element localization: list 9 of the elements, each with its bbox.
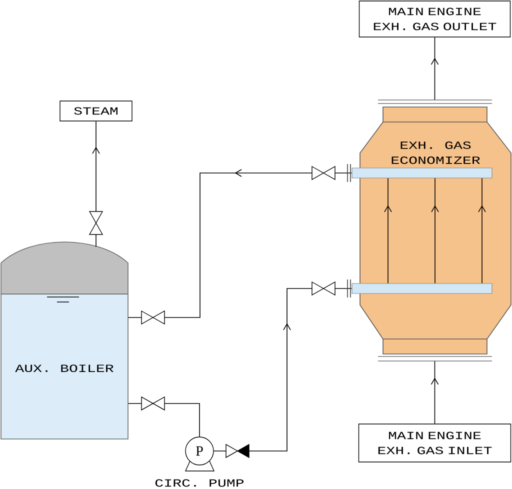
label-box: STEAM — [60, 100, 132, 122]
pipe-line — [128, 403, 200, 438]
pump-label: CIRC. PUMP — [155, 479, 244, 487]
header-pipe — [352, 168, 492, 178]
boiler-vessel: AUX. BOILER — [0, 242, 128, 440]
header-pipe — [352, 283, 492, 294]
label-box: MAIN ENGINE EXH. GAS INLET — [358, 424, 512, 462]
label-box: MAIN ENGINE EXH. GAS OUTLET — [358, 0, 511, 38]
economizer-vessel: EXH. GAS ECONOMIZER — [360, 100, 512, 362]
